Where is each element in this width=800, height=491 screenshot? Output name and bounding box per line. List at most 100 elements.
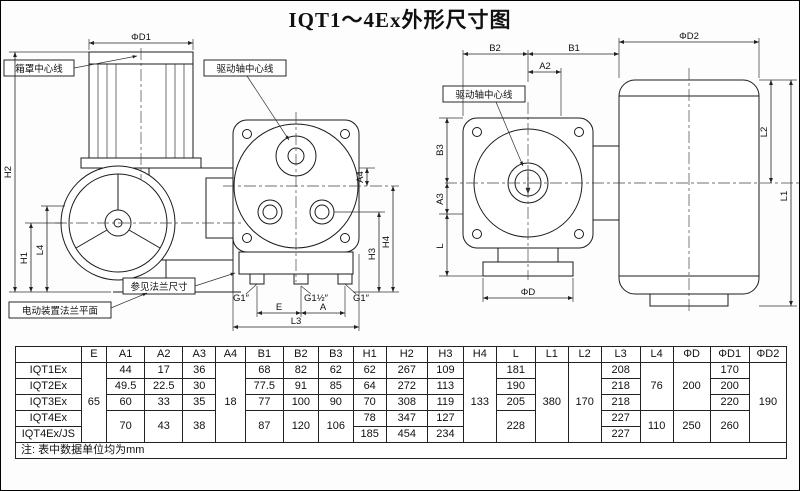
- dim-left-side: B3 A3 L: [435, 117, 483, 277]
- table-cell: 185: [352, 426, 387, 443]
- dim-bottom-front: E A L3: [232, 254, 360, 331]
- table-cell: 64: [352, 378, 387, 395]
- callout-flange-plane: 电动装置法兰平面: [8, 292, 148, 319]
- col-header: L3: [600, 346, 641, 363]
- dim-label-E: E: [276, 302, 282, 313]
- thread-label-g1-right: G1″: [353, 293, 370, 304]
- dim-label-phiD: ΦD: [521, 287, 536, 298]
- table-cell: 90: [317, 394, 354, 411]
- table-cell: 77: [244, 394, 284, 411]
- table-cell: 272: [385, 378, 428, 395]
- table-cell: 228: [495, 410, 536, 443]
- table-cell: 227: [600, 410, 641, 427]
- table-cell: 87: [244, 410, 284, 443]
- col-header: L2: [567, 346, 602, 363]
- callout-drive-shaft-centerline-front: 驱动轴中心线: [203, 59, 290, 141]
- table-cell: 190: [748, 362, 788, 443]
- col-header: L4: [639, 346, 674, 363]
- dim-label-phiD1: ΦD1: [131, 32, 151, 43]
- col-header: ΦD2: [748, 346, 788, 363]
- row-model: IQT1Ex: [15, 362, 82, 379]
- thread-label-g1-half: G1½″: [304, 293, 329, 304]
- table-cell: 85: [317, 378, 354, 395]
- callout-shaft-centerline-front-label: 驱动轴中心线: [216, 63, 274, 75]
- dim-label-phiD2: ΦD2: [679, 31, 699, 42]
- table-cell: 70: [352, 394, 387, 411]
- col-header: L: [495, 346, 536, 363]
- table-cell: 119: [426, 394, 464, 411]
- table-cell: 113: [426, 378, 464, 395]
- table-cell: 227: [600, 426, 641, 443]
- dimension-table: E A1 A2 A3 A4 B1 B2 B3 H1 H2 H3 H4 L L1 …: [15, 346, 788, 459]
- table-cell: 110: [639, 410, 674, 443]
- table-cell: 38: [182, 410, 217, 443]
- table-cell: 454: [385, 426, 428, 443]
- table-cell: 65: [80, 362, 108, 443]
- callout-drive-shaft-centerline-side: 驱动轴中心线: [442, 85, 526, 167]
- table-cell: 170: [709, 362, 750, 379]
- table-cell: 234: [426, 426, 464, 443]
- dim-phiD1: ΦD1: [88, 32, 194, 50]
- dim-label-L4: L4: [35, 245, 46, 256]
- dim-label-A4: A4: [355, 171, 366, 183]
- dim-label-A3: A3: [435, 193, 446, 205]
- callout-see-flange-size: 参见法兰尺寸: [122, 272, 236, 295]
- table-cell: 200: [709, 378, 750, 395]
- page-title: IQT1～4Ex外形尺寸图: [288, 8, 512, 32]
- col-header: A2: [144, 346, 184, 363]
- callout-cover-centerline: 箱罩中心线: [3, 55, 138, 77]
- dim-label-L2: L2: [759, 127, 770, 138]
- table-cell: 260: [709, 410, 750, 443]
- dim-right-side: L2 L1: [759, 79, 797, 307]
- col-header: ΦD: [672, 346, 711, 363]
- table-cell: 181: [495, 362, 536, 379]
- col-header: A4: [215, 346, 246, 363]
- table-cell: 133: [462, 362, 497, 443]
- callout-flange-plane-label: 电动装置法兰平面: [22, 305, 98, 317]
- dim-label-L3: L3: [291, 316, 302, 327]
- table-cell: 70: [106, 410, 146, 443]
- table-cell: 267: [385, 362, 428, 379]
- table-cell: 49.5: [106, 378, 146, 395]
- table-cell: 68: [244, 362, 284, 379]
- row-model: IQT2Ex: [15, 378, 82, 395]
- row-model: IQT4Ex/JS: [15, 426, 82, 443]
- table-cell: 62: [352, 362, 387, 379]
- table-cell: 205: [495, 394, 536, 411]
- dim-right-heights: A4 H3 H4: [334, 167, 399, 293]
- table-cell: 91: [282, 378, 319, 395]
- table-row: IQT4Ex 70 43 38 87 120 106 78 347 127 22…: [15, 410, 787, 443]
- table-cell: 77.5: [244, 378, 284, 395]
- table-cell: 62: [317, 362, 354, 379]
- dimension-drawing: ΦD1 箱罩中心线 驱动轴中心线 参见法兰尺寸: [1, 30, 799, 342]
- table-cell: 208: [600, 362, 641, 379]
- table-cell: 308: [385, 394, 428, 411]
- table-cell: 35: [182, 394, 217, 411]
- table-row: IQT4Ex/JS 185 454 234 227: [15, 426, 787, 443]
- table-section: E A1 A2 A3 A4 B1 B2 B3 H1 H2 H3 H4 L L1 …: [1, 342, 799, 459]
- table-cell: 127: [426, 410, 464, 427]
- table-cell: 60: [106, 394, 146, 411]
- col-header: H4: [462, 346, 497, 363]
- table-cell: 82: [282, 362, 319, 379]
- callout-see-flange-label: 参见法兰尺寸: [130, 281, 188, 293]
- dim-label-B1: B1: [568, 43, 580, 54]
- dim-left-heights: H2 H1 L4: [3, 51, 111, 293]
- thread-label-g1-left: G1″: [233, 293, 250, 304]
- table-cell: 100: [282, 394, 319, 411]
- col-header: A1: [106, 346, 146, 363]
- dim-top-side: B2 B1 A2 ΦD2: [462, 31, 760, 116]
- dim-label-H1: H1: [19, 252, 30, 264]
- col-header: A3: [182, 346, 217, 363]
- table-cell: 22.5: [144, 378, 184, 395]
- table-cell: 78: [352, 410, 387, 427]
- table-cell: 347: [385, 410, 428, 427]
- table-cell: 120: [282, 410, 319, 443]
- table-cell: 170: [567, 362, 602, 443]
- table-cell: 380: [534, 362, 569, 443]
- col-header: [15, 346, 82, 363]
- side-view: 驱动轴中心线 B2 B1 A2 ΦD2: [435, 31, 799, 314]
- table-cell: 106: [317, 410, 354, 443]
- table-header-row: E A1 A2 A3 A4 B1 B2 B3 H1 H2 H3 H4 L L1 …: [15, 346, 788, 363]
